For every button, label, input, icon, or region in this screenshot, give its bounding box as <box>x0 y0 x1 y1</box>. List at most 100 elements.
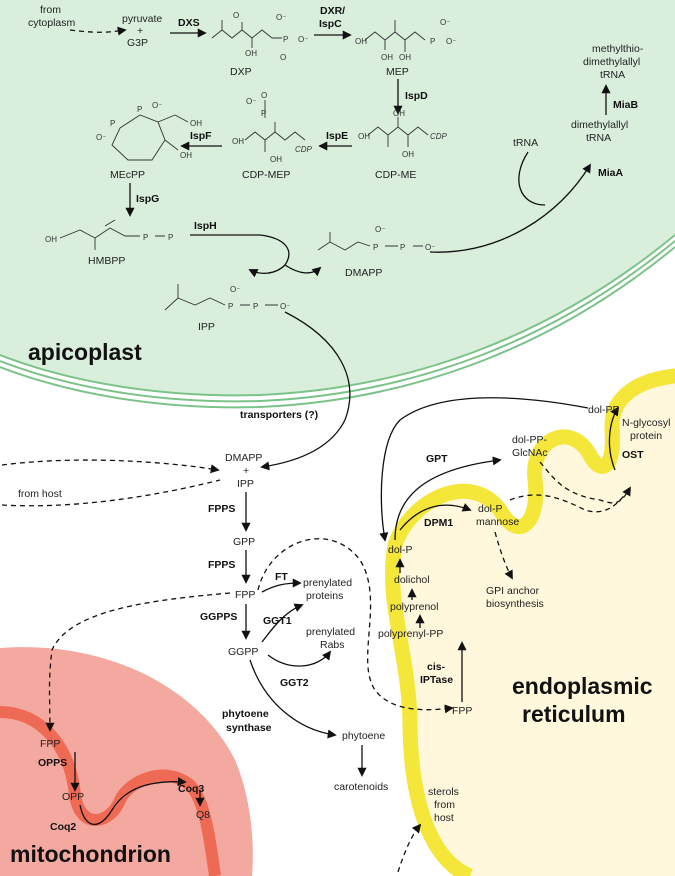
svg-text:OH: OH <box>402 150 414 159</box>
from-cytoplasm-line2: cytoplasm <box>28 17 76 29</box>
hmbpp-label: HMBPP <box>88 255 125 267</box>
from-host-label: from host <box>18 488 62 500</box>
from-cytoplasm-arrow <box>69 26 127 36</box>
polyprenyl-pp-label: polyprenyl-PP <box>378 628 443 640</box>
sterols-line2: from <box>434 799 455 811</box>
methylthio-trna-line1: methylthio- <box>592 43 644 55</box>
svg-text:O: O <box>280 53 286 62</box>
gpi-arrow <box>494 531 513 580</box>
miab-enzyme: MiaB <box>613 99 639 111</box>
svg-text:OH: OH <box>381 53 393 62</box>
svg-text:P: P <box>430 37 435 46</box>
svg-text:P: P <box>143 233 148 242</box>
ispg-enzyme: IspG <box>136 193 159 205</box>
gpp-label: GPP <box>233 536 255 548</box>
q8-label: Q8 <box>196 809 210 821</box>
dol-pp-glcnac-line1: dol-PP- <box>512 434 548 446</box>
mecpp-structure: P P O⁻ O⁻ OH OH <box>96 101 202 161</box>
svg-text:O⁻: O⁻ <box>246 97 256 106</box>
apicoplast-label: apicoplast <box>28 339 142 365</box>
cdp-mep-structure: OH OH P O⁻ O CDP <box>232 91 313 164</box>
svg-text:O: O <box>233 11 239 20</box>
transporters-label: transporters (?) <box>240 409 318 421</box>
plus-sign: + <box>137 25 143 37</box>
n-glycosyl-line2: protein <box>630 430 662 442</box>
svg-text:OH: OH <box>45 235 57 244</box>
dpm1-enzyme: DPM1 <box>424 517 453 529</box>
glcnac-to-ost-arrow <box>539 461 631 504</box>
svg-text:OH: OH <box>399 53 411 62</box>
methylthio-trna-line3: tRNA <box>600 69 625 81</box>
fpp-mito-label: FPP <box>40 738 60 750</box>
fpps1-enzyme: FPPS <box>208 503 235 515</box>
svg-text:O⁻: O⁻ <box>375 225 385 234</box>
ggt1-enzyme: GGT1 <box>263 615 292 627</box>
ispe-enzyme: IspE <box>326 130 348 142</box>
isph-arrow-ipp <box>190 234 290 278</box>
svg-text:P: P <box>400 243 405 252</box>
mitochondrion-label: mitochondrion <box>10 841 171 867</box>
coq2-enzyme: Coq2 <box>50 821 76 833</box>
dol-pp-glcnac-line2: GlcNAc <box>512 447 548 459</box>
svg-text:OH: OH <box>358 132 370 141</box>
mecpp-label: MEcPP <box>110 169 145 181</box>
dimethylallyl-trna-line2: tRNA <box>586 132 611 144</box>
dmapp-cytosol-label: DMAPP <box>225 452 262 464</box>
dimethylallyl-trna-line1: dimethylallyl <box>571 119 628 131</box>
svg-text:P: P <box>261 109 266 118</box>
coq3-enzyme: Coq3 <box>178 783 204 795</box>
ggt2-enzyme: GGT2 <box>280 677 309 689</box>
svg-text:O⁻: O⁻ <box>96 133 106 142</box>
ost-arrow <box>608 406 620 471</box>
transport-arrow <box>260 311 351 471</box>
svg-text:P: P <box>253 302 258 311</box>
sterols-line3: host <box>434 812 454 824</box>
svg-text:O⁻: O⁻ <box>425 243 435 252</box>
cis-iptase-line1: cis- <box>427 661 446 673</box>
fpp-er-label: FPP <box>452 705 472 717</box>
gpt-enzyme: GPT <box>426 453 448 465</box>
trna-input-curve <box>518 151 546 206</box>
svg-text:O⁻: O⁻ <box>230 285 240 294</box>
polyprenol-label: polyprenol <box>390 601 438 613</box>
ispd-enzyme: IspD <box>405 90 428 102</box>
mannose-to-ost-arrow <box>509 489 629 513</box>
sterols-line1: sterols <box>428 786 459 798</box>
opp-label: OPP <box>62 791 84 803</box>
svg-text:O⁻: O⁻ <box>276 13 286 22</box>
dol-pp-label: dol-PP <box>588 404 620 416</box>
ft-enzyme: FT <box>275 571 288 583</box>
svg-text:OH: OH <box>190 119 202 128</box>
er-label-line2: reticulum <box>522 701 626 727</box>
gpi-line2: biosynthesis <box>486 598 544 610</box>
svg-text:OH: OH <box>180 151 192 160</box>
phytoene-synthase-line2: synthase <box>226 722 272 734</box>
dxr-enzyme-line2: IspC <box>319 18 342 30</box>
cdp-mep-label: CDP-MEP <box>242 169 290 181</box>
fpps2-enzyme: FPPS <box>208 559 235 571</box>
dol-p-mannose-line1: dol-P <box>478 503 503 515</box>
methylthio-trna-line2: dimethylallyl <box>583 56 640 68</box>
phytoene-synthase-arrow <box>249 659 337 739</box>
svg-text:O⁻: O⁻ <box>446 37 456 46</box>
ggpps-enzyme: GGPPS <box>200 611 237 623</box>
n-glycosyl-line1: N-glycosyl <box>622 417 670 429</box>
coq2-arrow <box>79 777 187 826</box>
svg-text:P: P <box>110 119 115 128</box>
ggt1-arrow <box>261 603 304 643</box>
isph-arrow-dmapp <box>284 264 322 277</box>
svg-text:O⁻: O⁻ <box>298 35 308 44</box>
svg-text:OH: OH <box>245 49 257 58</box>
prenylated-proteins-line2: proteins <box>306 590 343 602</box>
svg-text:OH: OH <box>270 155 282 164</box>
fpp-to-mito-arrow <box>45 592 231 732</box>
plus-cytosol: + <box>243 465 249 477</box>
ipp-label: IPP <box>198 321 215 333</box>
from-cytoplasm-line1: from <box>40 4 61 16</box>
dxp-label: DXP <box>230 66 252 78</box>
carotenoids-label: carotenoids <box>334 781 388 793</box>
isph-enzyme: IspH <box>194 220 217 232</box>
opps-enzyme: OPPS <box>38 757 67 769</box>
ost-enzyme: OST <box>622 449 644 461</box>
